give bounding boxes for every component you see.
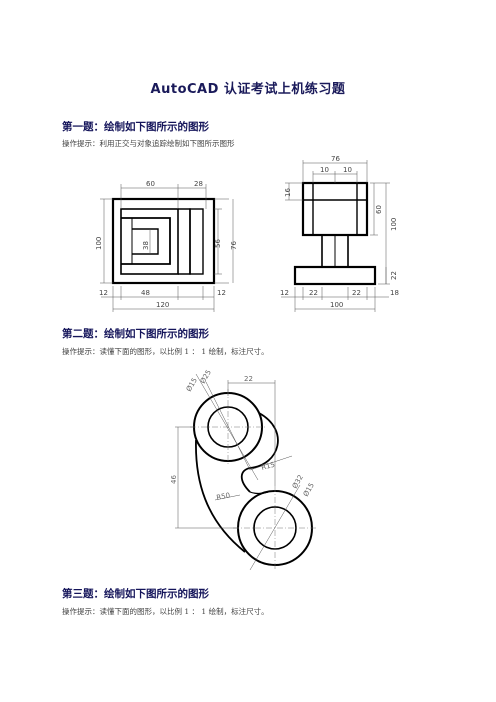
dim-16: 16: [284, 188, 292, 197]
document-title: AutoCAD 认证考试上机练习题: [150, 82, 346, 97]
dim-d32: Ø32: [291, 474, 305, 490]
dim-100-left: 100: [95, 237, 103, 250]
dim-12-side: 12: [280, 289, 289, 297]
question-1-front-view: 60 28 100 38 56 76 12 48 12 120: [95, 180, 238, 312]
question-1-heading: 第一题：绘制如下图所示的图形: [62, 121, 209, 133]
dim-22-a: 22: [309, 289, 318, 297]
dim-22-right: 22: [390, 271, 398, 280]
dim-60-right: 60: [375, 205, 383, 214]
question-3-heading: 第三题：绘制如下图所示的图形: [62, 588, 209, 600]
dim-d15-lower: Ø15: [302, 482, 316, 498]
question-3-hint: 操作提示：读懂下面的图形，以比例 1 ： 1 绘制，标注尺寸。: [62, 607, 269, 616]
dim-38: 38: [142, 241, 150, 250]
dim-22: 22: [244, 375, 253, 383]
dim-12-left: 12: [99, 289, 108, 297]
dim-10-a: 10: [320, 166, 329, 174]
r50-arc: [195, 439, 246, 553]
front-inner-frame: [120, 208, 179, 275]
dim-d15-upper: Ø15: [185, 377, 199, 393]
dim-60: 60: [146, 180, 155, 188]
dim-56: 56: [214, 239, 222, 248]
dim-28: 28: [194, 180, 203, 188]
dim-100-right: 100: [390, 218, 398, 231]
dim-10-b: 10: [343, 166, 352, 174]
dim-12-right: 12: [217, 289, 226, 297]
dim-100-bottom: 100: [330, 301, 343, 309]
dim-r50: R50: [216, 491, 231, 502]
dim-22-b: 22: [352, 289, 361, 297]
question-2-hint: 操作提示：读懂下面的图形，以比例 1 ： 1 绘制，标注尺寸。: [62, 347, 269, 356]
dim-120: 120: [156, 301, 169, 309]
question-1-side-view: 76 10 10 16 60 100 22 12 22 22 18 100: [280, 155, 399, 312]
question-2-drawing: 22 Ø15 Ø25 46 R15 R50 Ø32 Ø15: [170, 369, 317, 570]
question-1-hint: 操作提示：利用正交与对象追踪绘制如下图所示图形: [62, 139, 235, 148]
dim-76: 76: [230, 241, 238, 250]
dim-48: 48: [141, 289, 150, 297]
dim-r15: R15: [260, 461, 275, 472]
front-outer-frame: [111, 197, 216, 285]
dim-46: 46: [170, 475, 178, 484]
dim-18: 18: [390, 289, 399, 297]
question-2-heading: 第二题：绘制如下图所示的图形: [62, 328, 209, 340]
side-base: [293, 265, 377, 286]
dim-76-top: 76: [331, 155, 340, 163]
dim-d25: Ø25: [199, 369, 213, 385]
